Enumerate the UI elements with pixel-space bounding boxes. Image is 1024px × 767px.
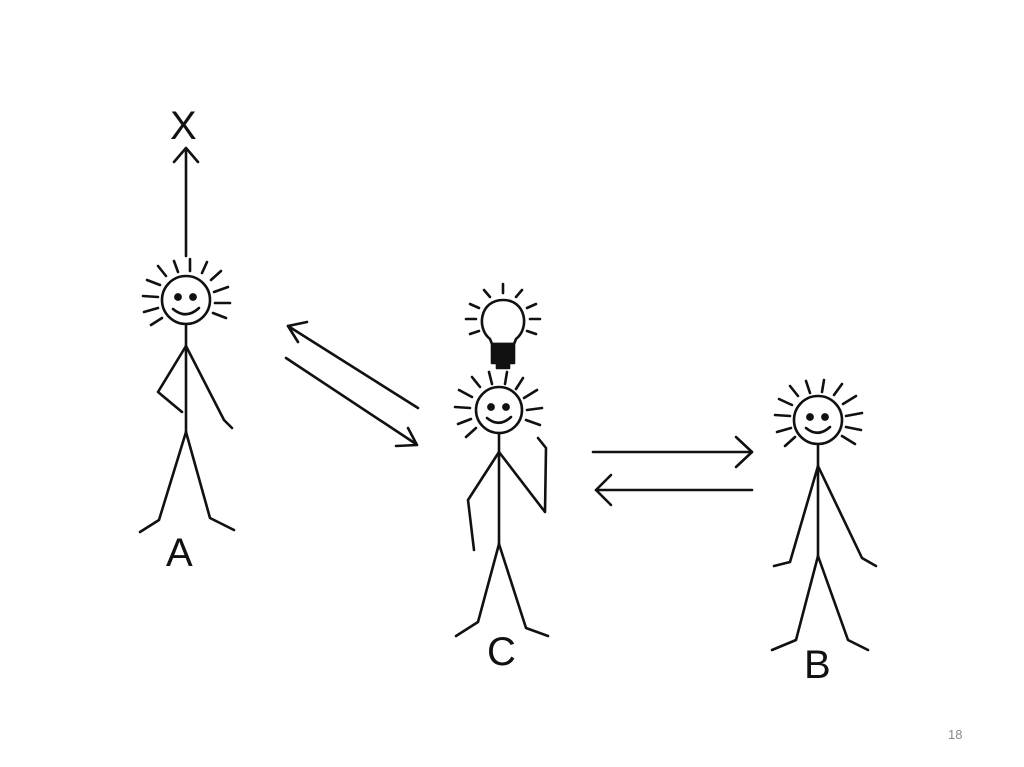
label-a: A <box>166 531 193 575</box>
hair-rays-a <box>141 257 232 327</box>
label-x: X <box>170 104 197 148</box>
arrows-c-b <box>591 435 754 507</box>
arrow-to-x <box>172 146 200 258</box>
page-number: 18 <box>948 727 963 742</box>
figure-b <box>770 378 878 652</box>
arrows-a-c <box>284 320 420 448</box>
label-b: B <box>804 643 831 687</box>
hair-rays-c <box>453 370 544 439</box>
lightbulb-icon <box>464 282 542 370</box>
figure-c <box>453 370 550 638</box>
label-c: C <box>487 630 516 674</box>
figure-a <box>138 257 236 534</box>
hair-rays-b <box>773 378 864 448</box>
